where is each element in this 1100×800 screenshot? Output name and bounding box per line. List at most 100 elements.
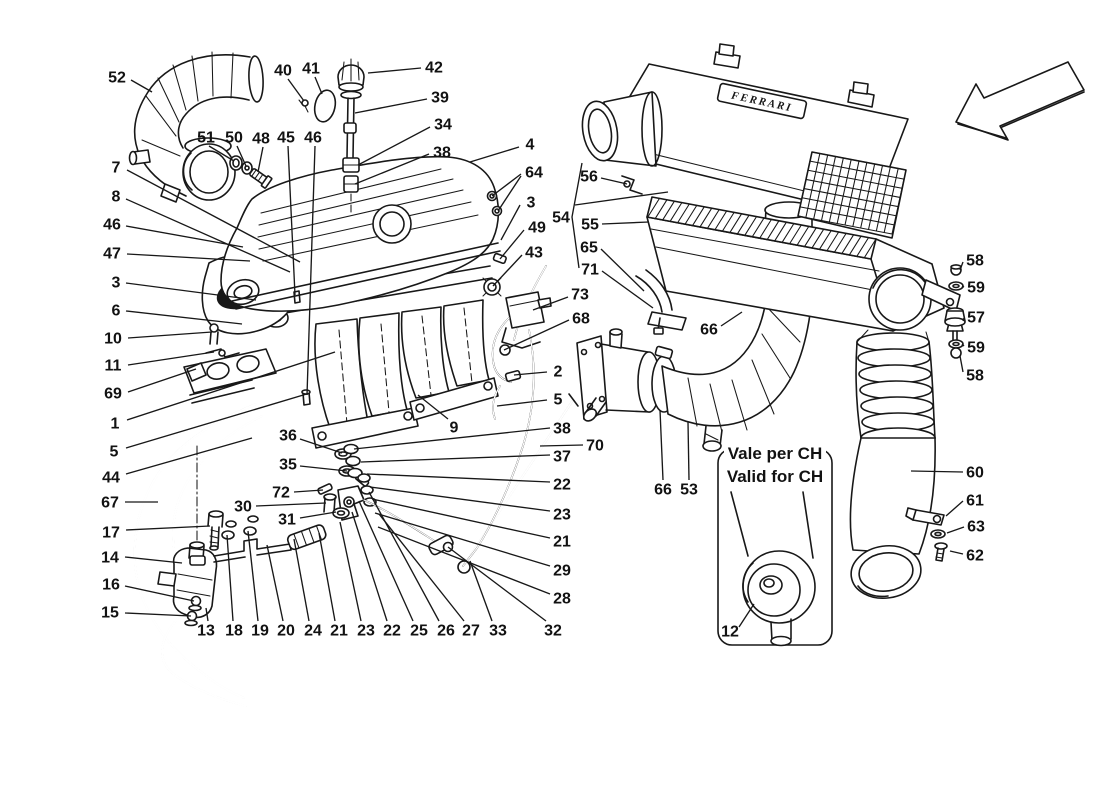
leader-line-68 xyxy=(503,319,570,351)
leader-line-42 xyxy=(367,67,422,74)
clip-56 xyxy=(621,175,643,195)
callout-25: 25 xyxy=(410,623,428,640)
solenoid-73 xyxy=(505,291,545,329)
hatch-line xyxy=(774,221,787,242)
leader-line-22 xyxy=(351,511,388,622)
leader-line-73 xyxy=(532,296,569,311)
washer-50 xyxy=(241,161,253,175)
screw-62 xyxy=(934,542,948,550)
leader-line-21 xyxy=(318,532,336,622)
callout-1: 1 xyxy=(111,416,120,433)
leader-line-25 xyxy=(358,500,414,622)
hatch-line xyxy=(714,210,728,231)
callout-49: 49 xyxy=(528,220,546,237)
locknut-13 xyxy=(189,555,206,566)
callout-8: 8 xyxy=(112,189,121,206)
hatch-line xyxy=(699,207,713,228)
hatch-line xyxy=(833,232,847,253)
callout-38: 38 xyxy=(553,421,571,438)
leader-line-3 xyxy=(125,282,257,301)
callout-4: 4 xyxy=(526,137,535,154)
pump-and-throttle-linkage xyxy=(157,393,579,627)
leader-line-38 xyxy=(353,427,551,450)
leader-line-28 xyxy=(377,526,551,595)
leader-line-21 xyxy=(371,498,551,539)
note-box-valid-for-ch: Vale per CH Valid for CH xyxy=(717,441,833,647)
hatch-line xyxy=(662,200,675,221)
leader-line-54 xyxy=(571,162,583,269)
air-intake-elbow-hose xyxy=(128,51,273,203)
callout-46: 46 xyxy=(304,130,322,147)
leader-line-35 xyxy=(299,465,348,472)
hatch-line xyxy=(759,218,772,239)
callout-14: 14 xyxy=(101,550,119,567)
leader-line-22 xyxy=(366,473,551,483)
hatch-line xyxy=(646,196,653,218)
leader-line-64 xyxy=(491,173,522,197)
callout-38: 38 xyxy=(433,145,451,162)
callout-31: 31 xyxy=(278,512,296,529)
hatch-line xyxy=(856,237,870,257)
callout-59: 59 xyxy=(967,340,985,357)
callout-46: 46 xyxy=(103,217,121,234)
leader-line-55 xyxy=(601,221,650,225)
leader-line-6 xyxy=(125,310,243,325)
spring-cylinder xyxy=(286,524,327,551)
hatch-line xyxy=(647,197,660,218)
leader-line-23 xyxy=(339,521,362,622)
callout-27: 27 xyxy=(462,623,480,640)
callout-64: 64 xyxy=(525,165,543,182)
leader-line-7 xyxy=(126,169,301,263)
hatch-line xyxy=(841,234,855,255)
support-strap xyxy=(635,269,687,335)
callout-53: 53 xyxy=(680,482,698,499)
callout-39: 39 xyxy=(431,90,449,107)
hatch-line xyxy=(744,216,758,236)
leader-line-57 xyxy=(962,317,965,322)
hatch-line xyxy=(818,230,832,250)
callout-22: 22 xyxy=(553,477,571,494)
intake-manifold-runners xyxy=(263,265,499,487)
callout-29: 29 xyxy=(553,563,571,580)
leader-line-32 xyxy=(447,546,547,622)
callout-24: 24 xyxy=(304,623,322,640)
leader-line-58 xyxy=(959,355,964,373)
callout-44: 44 xyxy=(102,470,120,487)
callout-52: 52 xyxy=(108,70,126,87)
leader-line-27 xyxy=(378,513,465,622)
leader-line-16 xyxy=(124,585,195,602)
hatch-line xyxy=(797,215,893,235)
air-filter-box: FERRARI xyxy=(581,43,966,359)
callout-69: 69 xyxy=(104,386,122,403)
hatch-line xyxy=(807,169,903,189)
leader-line-1 xyxy=(126,351,336,421)
hatch-line xyxy=(805,178,901,198)
callout-2: 2 xyxy=(554,364,563,381)
callout-68: 68 xyxy=(572,311,590,328)
leader-line-48 xyxy=(257,146,264,173)
throttle-body xyxy=(576,328,677,422)
mount-hardware xyxy=(944,264,966,359)
hatch-line xyxy=(721,211,735,232)
callout-54: 54 xyxy=(552,210,570,227)
leader-line-39 xyxy=(354,98,428,114)
leader-line-26 xyxy=(368,491,440,622)
callout-63: 63 xyxy=(967,519,985,536)
callout-72: 72 xyxy=(272,485,290,502)
hatch-line xyxy=(826,231,840,252)
callout-56: 56 xyxy=(580,169,598,186)
hatch-line xyxy=(804,227,817,248)
callout-20: 20 xyxy=(277,623,295,640)
air-inlet-snorkel-12 xyxy=(730,491,816,647)
leader-line-43 xyxy=(492,254,523,287)
callout-3: 3 xyxy=(527,195,536,212)
hatch-line xyxy=(751,217,765,238)
clip-2 xyxy=(504,369,522,383)
leader-line-59 xyxy=(961,285,965,288)
leader-line-17 xyxy=(125,525,211,531)
leader-line-46 xyxy=(306,145,316,396)
leader-line-5 xyxy=(125,392,311,449)
callout-23: 23 xyxy=(553,507,571,524)
intake-hose-60 xyxy=(849,329,948,600)
